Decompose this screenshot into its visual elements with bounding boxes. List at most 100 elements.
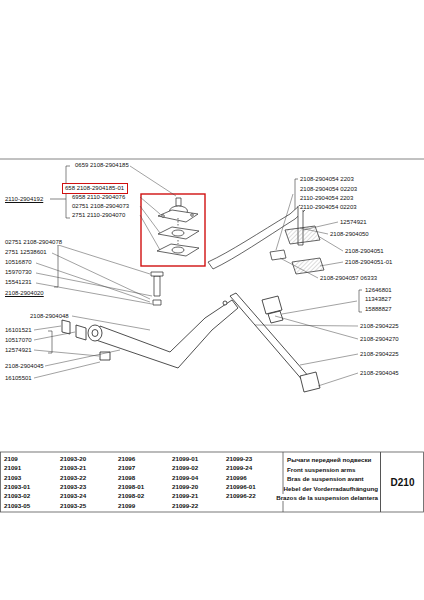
part-number: 0659 2108-2904185	[75, 162, 129, 169]
label-text: 21093-22	[60, 474, 86, 481]
part-number: 2751 2110-2904070	[72, 212, 125, 219]
table-cell: 21099-01	[172, 455, 198, 462]
part-number: 2108-2904020	[5, 290, 44, 297]
label-text: 21099-20	[172, 483, 198, 490]
label-text: 11343827	[365, 296, 391, 302]
part-number: 2108-2904045	[360, 370, 399, 377]
table-cell: 21093-23	[60, 483, 86, 490]
table-cell: 21093-22	[60, 474, 86, 481]
label-text: 2108-2904045	[360, 370, 399, 376]
label-text: 0659 2108-2904185	[75, 162, 129, 168]
label-text: 21099-24	[226, 464, 252, 471]
table-cell: 21091	[4, 464, 21, 471]
part-number: 2108-2904225	[360, 351, 399, 358]
label-text: 210996	[226, 474, 247, 481]
part-number: 10516870	[5, 259, 32, 266]
table-cell: Рычаги передней подвески	[287, 456, 371, 463]
frame-line	[0, 159, 424, 160]
part-number: 2110-2904054 02203	[300, 204, 357, 211]
label-text: 21099-02	[172, 464, 198, 471]
label-text: 10516870	[5, 259, 32, 265]
ball-joint	[157, 198, 199, 256]
table-cell: 21099-22	[172, 502, 198, 509]
leader-line	[34, 166, 358, 386]
part-number: 11343827	[365, 296, 391, 303]
part-number: 02751 2108-2904073	[72, 203, 129, 210]
label-text: 2108-2904057 06333	[320, 275, 377, 281]
part-number: 2751 12538601	[5, 249, 47, 256]
part-number: 2108-2904054 02203	[300, 186, 357, 193]
table-cell: 21098-01	[118, 483, 144, 490]
table-cell: 21099-20	[172, 483, 198, 490]
lower-arm	[62, 300, 238, 368]
label-text: 2109	[4, 455, 18, 462]
part-number: 2108-2904270	[360, 336, 399, 343]
part-number: 02751 2108-2904078	[5, 239, 62, 246]
part-number: 12574921	[340, 219, 367, 226]
table-cell: 210996-22	[226, 492, 256, 499]
label-text: 2108-2904020	[5, 290, 44, 296]
label-text: 2751 2110-2904070	[72, 212, 125, 218]
table-cell: 21093-25	[60, 502, 86, 509]
label-text: 21093-02	[4, 492, 30, 499]
label-text: 21093	[4, 474, 21, 481]
part-number: 2108-2904057 06333	[320, 275, 377, 282]
label-text: 2751 12538601	[5, 249, 47, 255]
label-text: 02751 2108-2904073	[72, 203, 129, 209]
label-text: 2108-2904050	[330, 231, 369, 237]
label-text: 2108-2904054 02203	[300, 186, 357, 192]
label-text: 21099-21	[172, 492, 198, 499]
part-number: 16105501	[5, 375, 32, 382]
table-cell: 21093-01	[4, 483, 30, 490]
label-text: 2110-2904192	[5, 196, 43, 202]
label-text: 21098	[118, 474, 135, 481]
label-text: 21093-20	[60, 455, 86, 462]
part-number: 2108-2904048	[30, 313, 69, 320]
node-text: 658 2108-2904185-01	[65, 185, 125, 192]
table-cell: Brazos de la suspension delantera	[276, 494, 378, 501]
label-text: 21093-05	[4, 502, 30, 509]
part-number: 16101521	[5, 327, 32, 334]
table-cell: 21093-20	[60, 455, 86, 462]
label-text: 6958 2110-2904076	[72, 194, 125, 200]
label-text: 2108-2904225	[360, 323, 399, 329]
part-number: 2108-2904050	[330, 231, 369, 238]
table-cell: 21099-04	[172, 474, 198, 481]
label-text: 21099-22	[172, 502, 198, 509]
label-text: 2108-2904225	[360, 351, 399, 357]
table-frame	[1, 452, 424, 512]
label-text: Рычаги передней подвески	[287, 456, 371, 463]
table-cell: 21099-24	[226, 464, 252, 471]
table-cell: Front suspension arms	[287, 466, 355, 473]
table-cell: 210996-01	[226, 483, 256, 490]
table-cell: 21099	[118, 502, 135, 509]
table-cell: 21093-21	[60, 464, 86, 471]
part-number: 12646801	[365, 287, 392, 294]
label-text: 21091	[4, 464, 21, 471]
label-text: 16101521	[5, 327, 32, 333]
label-text: 210996-01	[226, 483, 256, 490]
label-text: 21099-04	[172, 474, 198, 481]
label-text: 2108-2904045	[5, 363, 44, 369]
label-text: 15970730	[5, 269, 32, 275]
part-number: 2110-2904192	[5, 196, 43, 203]
table-cell: 21093-02	[4, 492, 30, 499]
label-text: 2108-2904048	[30, 313, 69, 319]
label-text: Hebel der Vorderradaufhängung	[284, 485, 378, 492]
label-text: 16105501	[5, 375, 32, 381]
label-text: Bras de suspension avant	[287, 475, 364, 482]
strut-rod	[230, 293, 320, 392]
label-text: Front suspension arms	[287, 466, 355, 473]
label-text: 12574921	[340, 219, 367, 225]
part-number: 2108-2904225	[360, 323, 399, 330]
table-cell: 2109	[4, 455, 18, 462]
sheet-code: D210	[380, 452, 424, 512]
table-cell: 21098	[118, 474, 135, 481]
label-text: 15888827	[365, 306, 392, 312]
table-cell: 21099-23	[226, 455, 252, 462]
table-cell: 21097	[118, 464, 135, 471]
label-text: 21093-25	[60, 502, 86, 509]
part-number: 6958 2110-2904076	[72, 194, 125, 201]
label-text: 21093-23	[60, 483, 86, 490]
bolt	[151, 272, 163, 305]
